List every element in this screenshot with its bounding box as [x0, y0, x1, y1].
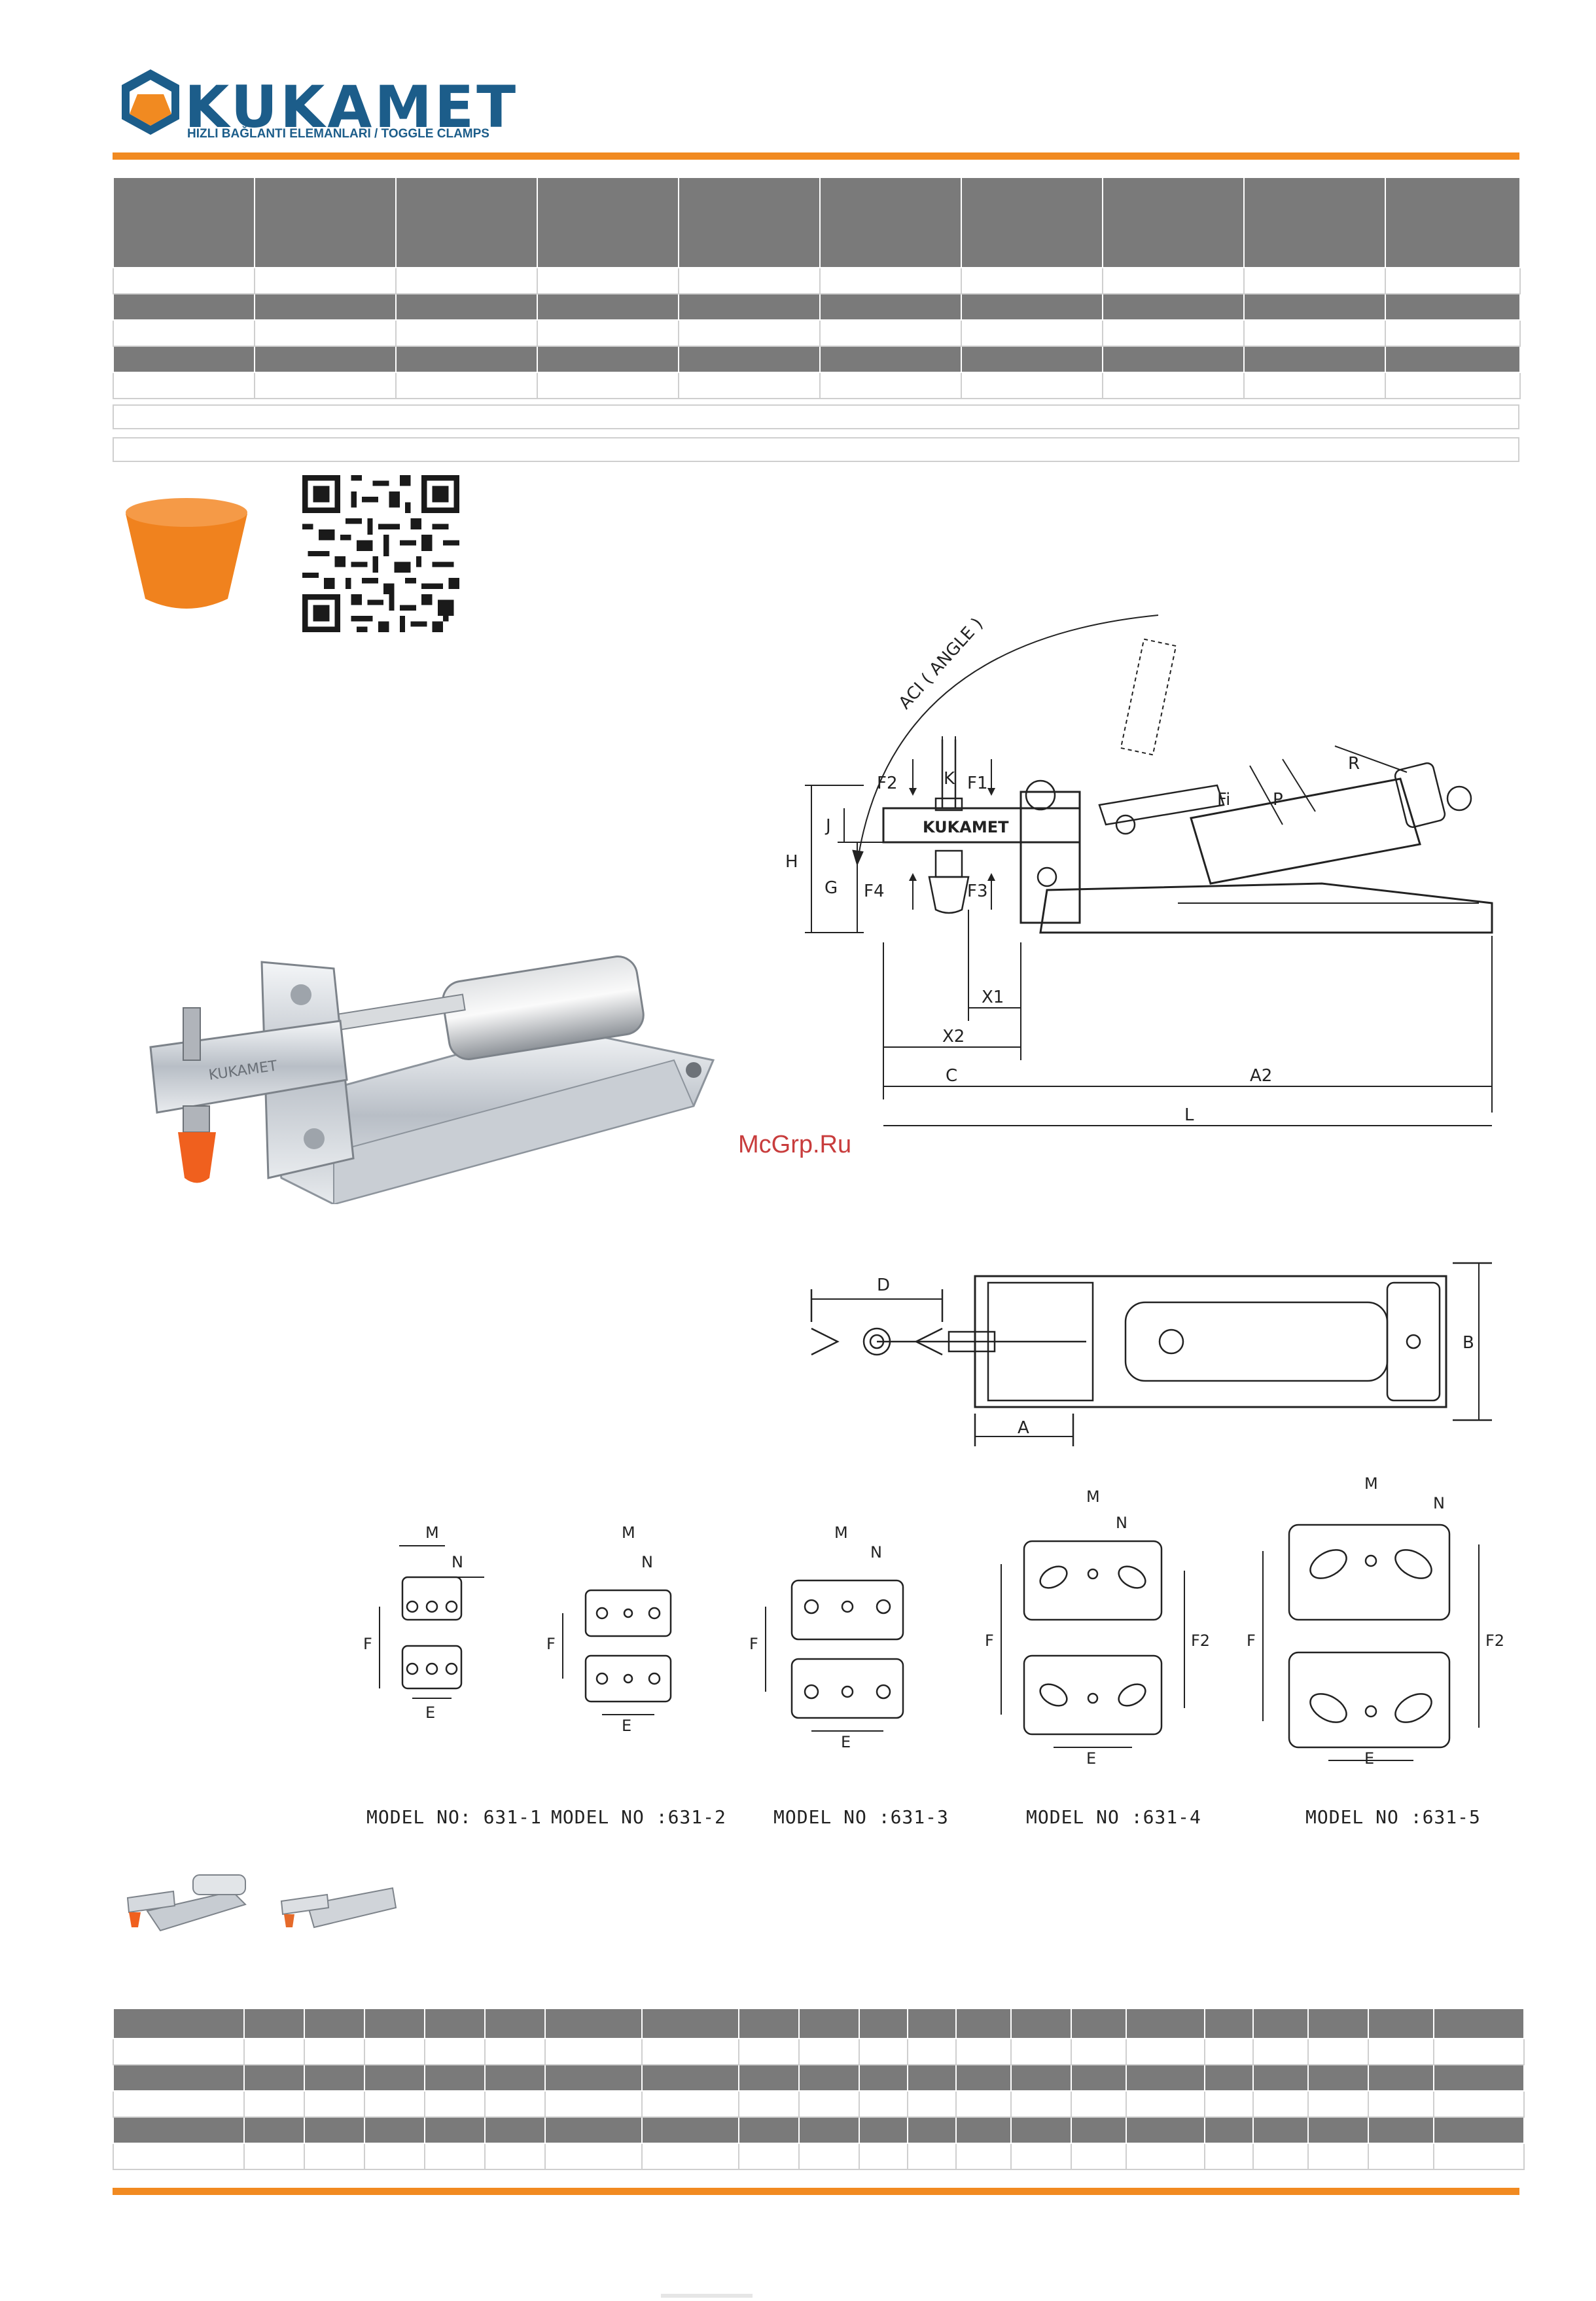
table-row: [113, 2116, 1525, 2144]
base-631-4: [1001, 1540, 1185, 1748]
dim-m-2: M: [622, 1524, 635, 1542]
qr-code-icon: [302, 475, 459, 632]
base-631-3: [765, 1579, 904, 1732]
kukamet-logo: [122, 69, 179, 135]
product-photo: KUKAMET: [149, 955, 715, 1204]
dim-f-5: F: [1247, 1632, 1256, 1650]
dim-e-2: E: [622, 1717, 631, 1735]
table-row: [113, 293, 1521, 321]
dim-a2: A2: [1250, 1066, 1272, 1086]
table-row: [113, 372, 1521, 399]
table-header-row: [113, 177, 1521, 268]
spec-table-top: [113, 177, 1521, 399]
dim-d: D: [877, 1275, 890, 1295]
footer-rule: [113, 2188, 1519, 2195]
dim-f2-4: F2: [1191, 1632, 1210, 1650]
dim-l: L: [1184, 1105, 1194, 1125]
dim-f-1: F: [363, 1635, 372, 1653]
dim-n-3: N: [870, 1543, 882, 1561]
side-view-drawing: ACI ( ANGLE ) KUKAMET: [785, 614, 1493, 1126]
dim-f-2: F: [546, 1635, 556, 1653]
product-thumbnail-1: [126, 1874, 247, 1932]
table-row: [113, 2143, 1525, 2170]
dim-x1: X1: [982, 988, 1004, 1007]
base-631-2: [562, 1589, 672, 1715]
dim-e-4: E: [1086, 1749, 1096, 1767]
dim-f3: F3: [967, 882, 988, 901]
dim-f1: F1: [967, 774, 988, 793]
dim-h: H: [785, 852, 798, 872]
dim-f-4: F: [985, 1632, 994, 1650]
brand-tagline: HIZLI BAĞLANTI ELEMANLARI / TOGGLE CLAMP…: [187, 127, 489, 141]
dim-n-1: N: [452, 1553, 463, 1571]
table-row: [113, 267, 1521, 294]
spec-table-bottom: [113, 2008, 1525, 2170]
dim-m-4: M: [1086, 1488, 1100, 1506]
dim-n-2: N: [641, 1553, 653, 1571]
dim-m-1: M: [425, 1524, 439, 1542]
dim-f4: F4: [864, 882, 885, 901]
brand-name: KUKAMET: [185, 73, 519, 141]
model-caption-631-1: MODEL NO: 631-1: [366, 1806, 542, 1828]
dim-x2: X2: [942, 1027, 965, 1046]
dim-g: G: [825, 878, 838, 898]
table-row: [113, 319, 1521, 347]
dim-n-4: N: [1116, 1514, 1127, 1532]
base-631-5: [1262, 1524, 1480, 1761]
table-header-row: [113, 2008, 1525, 2039]
model-caption-631-4: MODEL NO :631-4: [1026, 1806, 1201, 1828]
model-caption-631-3: MODEL NO :631-3: [773, 1806, 949, 1828]
header-rule: [113, 152, 1519, 160]
top-view-drawing: D A B: [810, 1262, 1492, 1446]
dim-a: A: [1018, 1418, 1029, 1438]
dim-f-3: F: [749, 1635, 758, 1653]
dim-m-5: M: [1364, 1474, 1378, 1493]
table-row: [113, 2038, 1525, 2065]
footer-mark: [661, 2294, 753, 2298]
product-thumbnail-2: [280, 1887, 397, 1929]
base-631-1: [379, 1545, 484, 1699]
dim-e-3: E: [841, 1733, 851, 1751]
note-bar: [113, 404, 1519, 429]
body-marking: KUKAMET: [923, 818, 1009, 836]
dim-b: B: [1463, 1333, 1474, 1353]
table-row: [113, 2090, 1525, 2118]
note-bar: [113, 437, 1519, 462]
dim-f2: F2: [877, 774, 898, 793]
dim-k: K: [944, 769, 955, 789]
dim-r: R: [1348, 754, 1360, 774]
model-caption-631-5: MODEL NO :631-5: [1305, 1806, 1481, 1828]
dim-m-3: M: [834, 1524, 848, 1542]
table-row: [113, 346, 1521, 373]
table-row: [113, 2064, 1525, 2092]
dim-n-5: N: [1433, 1494, 1445, 1512]
dim-e-1: E: [425, 1703, 435, 1722]
model-caption-631-2: MODEL NO :631-2: [551, 1806, 726, 1828]
watermark: McGrp.Ru: [738, 1131, 852, 1158]
dim-c: C: [946, 1066, 957, 1086]
dim-j: J: [825, 816, 831, 836]
rubber-cap-icon: [126, 498, 247, 609]
dim-e-5: E: [1364, 1749, 1374, 1767]
base-variants-drawing: M N F E M N F E M N F E M N F F2 E M N F…: [363, 1474, 1504, 1767]
angle-label: ACI ( ANGLE ): [895, 614, 987, 713]
dim-p: P: [1273, 790, 1283, 810]
dim-f2-5: F2: [1485, 1632, 1504, 1650]
dim-fi: Fi: [1217, 790, 1230, 810]
